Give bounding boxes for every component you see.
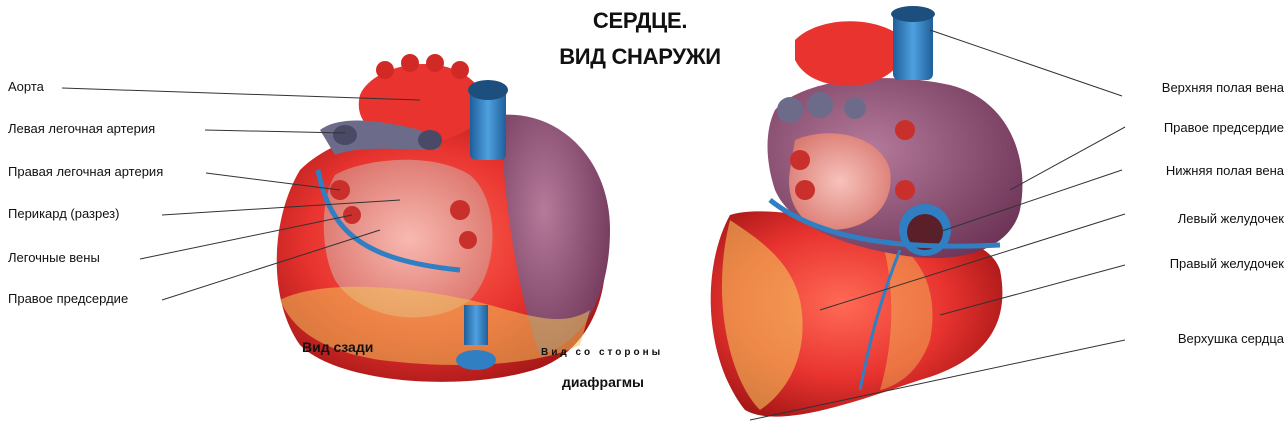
label-apex: Верхушка сердца xyxy=(1178,331,1284,346)
label-left-pulmonary-artery: Левая легочная артерия xyxy=(8,121,155,136)
label-pericardium-cut: Перикард (разрез) xyxy=(8,206,119,221)
label-right-atrium-right: Правое предсердие xyxy=(1164,120,1284,135)
caption-diaphragm-view-line1: Вид со стороны xyxy=(541,347,663,358)
heart-back-view xyxy=(277,54,610,382)
heart-diaphragm-view xyxy=(711,6,1023,417)
label-inferior-vena-cava: Нижняя полая вена xyxy=(1166,163,1284,178)
label-right-atrium-left: Правое предсердие xyxy=(8,291,128,306)
label-pulmonary-veins: Легочные вены xyxy=(8,250,100,265)
label-superior-vena-cava: Верхняя полая вена xyxy=(1162,80,1284,95)
label-right-pulmonary-artery: Правая легочная артерия xyxy=(8,164,163,179)
caption-back-view: Вид сзади xyxy=(302,339,373,355)
caption-diaphragm-view-line2: диафрагмы xyxy=(562,374,644,390)
label-aorta: Аорта xyxy=(8,79,44,94)
label-right-ventricle: Правый желудочек xyxy=(1170,256,1284,271)
label-left-ventricle: Левый желудочек xyxy=(1178,211,1284,226)
